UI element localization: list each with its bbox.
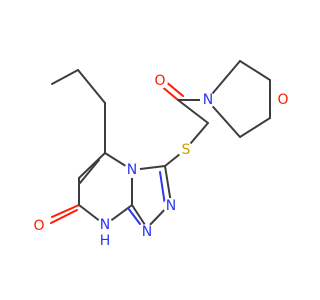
bond-morph-2 bbox=[239, 60, 271, 81]
bond-ketone-2 bbox=[164, 80, 184, 97]
triazole-n1-atom: N bbox=[139, 224, 155, 240]
thioether-sulfur-label: S bbox=[182, 142, 191, 158]
thioether-sulfur-atom: S bbox=[178, 142, 194, 158]
carbonyl-oxygen-label: O bbox=[33, 218, 44, 234]
morpholine-nitrogen-atom: N bbox=[200, 92, 216, 108]
bond-morph-4 bbox=[239, 117, 271, 138]
nh-group: N H bbox=[97, 217, 113, 249]
bond-triazole-c3-n2 bbox=[164, 165, 172, 204]
nh-hydrogen-label: H bbox=[100, 233, 111, 249]
carbonyl-oxygen-atom: O bbox=[31, 218, 47, 234]
bond-propyl-2 bbox=[77, 69, 106, 104]
atom-label-layer: O N O S N N N N H bbox=[31, 73, 291, 249]
triazole-n2-label: N bbox=[166, 198, 176, 214]
bond-propyl-1 bbox=[51, 69, 79, 85]
morpholine-nitrogen-label: N bbox=[203, 92, 213, 108]
triazole-n2-atom: N bbox=[163, 198, 179, 214]
bridgehead-nitrogen-atom: N bbox=[124, 162, 140, 178]
nh-nitrogen-label: N bbox=[100, 217, 110, 233]
bond-triazole-n1-c8a-double bbox=[127, 207, 141, 225]
morpholine-oxygen-atom: O bbox=[275, 92, 291, 108]
bond-ring-c5-c6-double bbox=[79, 159, 100, 184]
triazole-n1-label: N bbox=[142, 224, 152, 240]
bridgehead-nitrogen-label: N bbox=[127, 162, 137, 178]
bond-triazole-c3-n2-double bbox=[159, 171, 166, 206]
ketone-oxygen-label: O bbox=[154, 73, 165, 89]
bond-ring-c5-c6 bbox=[78, 152, 106, 179]
morpholine-oxygen-label: O bbox=[277, 92, 288, 108]
ketone-oxygen-atom: O bbox=[152, 73, 168, 89]
molecule-structure: O N O S N N N N H bbox=[31, 60, 291, 249]
bond-carbonyl-2 bbox=[50, 209, 78, 224]
bond-ch2-co bbox=[177, 99, 209, 124]
bond-carbonyl-1 bbox=[51, 204, 80, 218]
bond-triazole-n1-c8a bbox=[131, 204, 148, 229]
